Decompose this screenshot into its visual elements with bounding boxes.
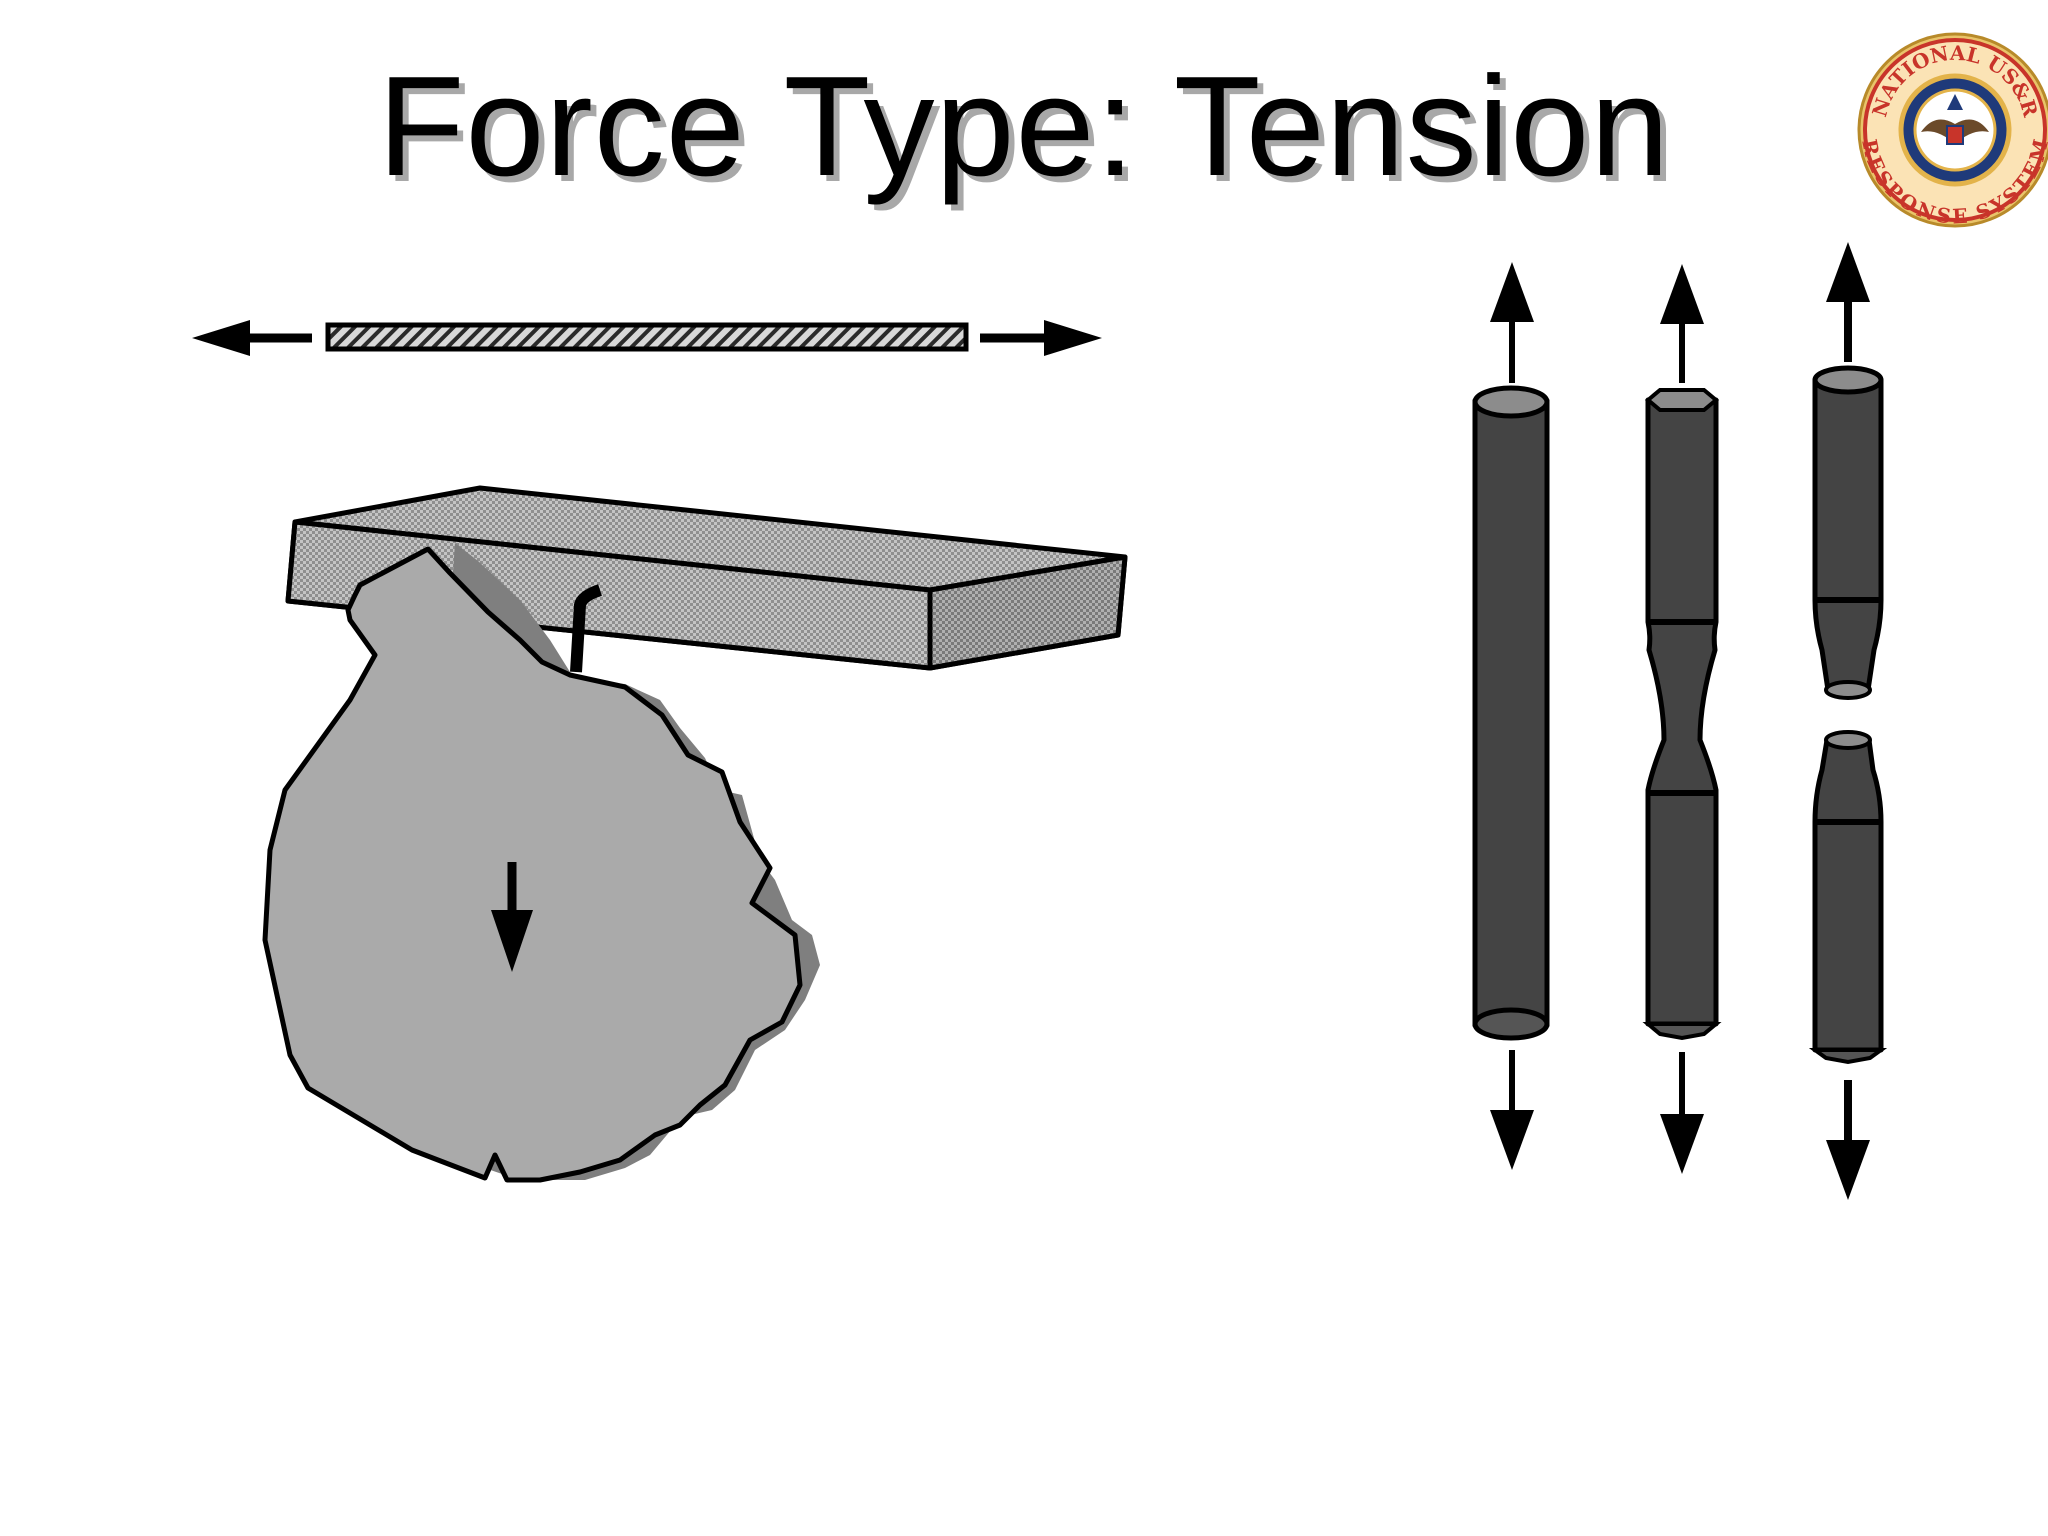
rod-fractured — [1808, 242, 1888, 1200]
rod2-bottom-end — [1642, 1022, 1722, 1041]
rod2-down-arrow-icon — [1660, 1114, 1704, 1174]
rod3-bottom-end — [1808, 1048, 1888, 1065]
down-arrow-icon — [491, 910, 533, 972]
hatched-bar — [325, 322, 969, 352]
rod1-body — [1472, 399, 1550, 1027]
rod1-top-end — [1472, 385, 1550, 419]
rod3-down-arrow-icon — [1826, 1140, 1870, 1200]
rod3-lower-piece — [1812, 737, 1884, 1053]
rod3-top-end — [1812, 365, 1884, 395]
rod2-up-arrow-icon — [1660, 264, 1704, 324]
seal-emblem-icon — [1947, 94, 1963, 110]
rod3-upper-fracture-face — [1824, 680, 1872, 700]
right-arrow-icon — [1044, 320, 1102, 356]
rod3-up-arrow-icon — [1826, 242, 1870, 302]
rod3-upper-piece — [1812, 377, 1884, 693]
beam-front-face — [285, 519, 933, 671]
rod1-up-arrow-icon — [1490, 262, 1534, 322]
rod1-down-arrow-icon — [1490, 1110, 1534, 1170]
rod3-lower-fracture-face — [1824, 730, 1872, 750]
usar-seal-logo: NATIONAL US&R RESPONSE SYSTEM — [1855, 20, 2048, 240]
slide-title: Force Type: Tension — [377, 47, 1671, 206]
seal-icon: NATIONAL US&R RESPONSE SYSTEM — [1857, 32, 2048, 228]
horizontal-tension-bar — [192, 320, 1102, 356]
rod-necking — [1642, 264, 1722, 1174]
shield-icon — [1946, 125, 1964, 145]
rod2-body — [1645, 397, 1719, 1027]
rod1-bottom-end — [1472, 1007, 1550, 1041]
left-arrow-icon — [192, 320, 250, 356]
rod-intact — [1472, 262, 1550, 1170]
beam-with-hanging-load — [262, 485, 1128, 1183]
hanger-hook — [570, 584, 603, 673]
rock-load — [262, 546, 803, 1183]
rod2-top-end — [1644, 388, 1720, 412]
